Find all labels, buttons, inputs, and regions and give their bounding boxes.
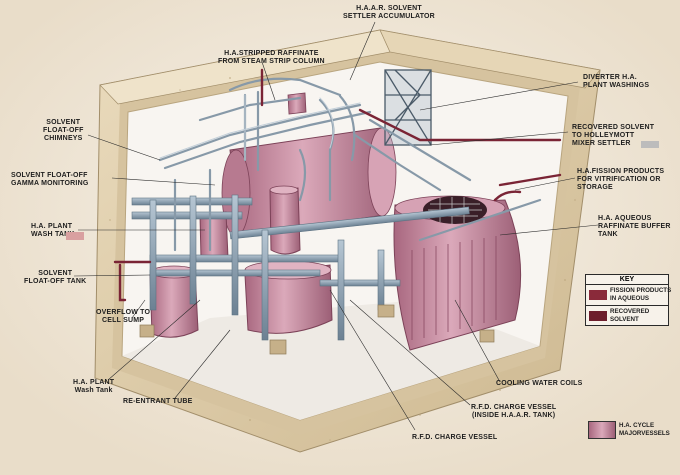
label-plant-wash-tank-upper: H.A. PLANT WASH TANK [31, 223, 75, 238]
label-cooling-coils: COOLING WATER COILS [496, 380, 583, 387]
pipe-gallery [131, 194, 470, 341]
wash-tank-swatch [66, 232, 84, 240]
label-stripped-raffinate: H.A.STRIPPED RAFFINATE FROM STEAM STRIP … [218, 50, 325, 65]
holleymott-swatch [641, 141, 659, 148]
label-fission-vitrification: H.A.FISSION PRODUCTS FOR VITRIFICATION O… [577, 168, 665, 191]
floor-supports [139, 304, 495, 355]
label-overflow: OVERFLOW TO CELL SUMP [96, 309, 151, 324]
label-rfd-charge: R.F.D. CHARGE VESSEL [412, 434, 498, 441]
key-fission-label: FISSION PRODUCTS IN AQUEOUS [610, 287, 672, 302]
overhead-pipework-light [159, 94, 361, 161]
vessel-key: H.A. CYCLE MAJORVESSELS [588, 419, 673, 441]
label-recovered-solvent: RECOVERED SOLVENT TO HOLLEYMOTT MIXER SE… [572, 124, 655, 147]
key-row-fission: FISSION PRODUCTS IN AQUEOUS [586, 285, 672, 305]
label-plant-wash-tank-lower: H.A. PLANT Wash Tank [73, 379, 115, 394]
label-float-off-tank: SOLVENT FLOAT-OFF TANK [24, 270, 87, 285]
vessel-swatch [588, 421, 616, 439]
small-vessel-left [199, 211, 229, 262]
key-solvent-label: RECOVERED SOLVENT [610, 308, 650, 323]
label-diverter: DIVERTER H.A. PLANT WASHINGS [583, 74, 650, 89]
label-haar-settler: H.A.A.R. SOLVENT SETTLER ACCUMULATOR [343, 5, 435, 20]
key-row-solvent: RECOVERED SOLVENT [586, 305, 668, 326]
label-float-off-gamma: SOLVENT FLOAT-OFF GAMMA MONITORING [11, 172, 89, 187]
label-aqueous-raffinate: H.A. AQUEOUS RAFFINATE BUFFER TANK [598, 215, 671, 238]
label-rfd-inside: R.F.D. CHARGE VESSEL (INSIDE H.A.A.R. TA… [471, 404, 557, 419]
key-legend: KEY FISSION PRODUCTS IN AQUEOUS RECOVERE… [585, 274, 672, 326]
key-title: KEY [586, 275, 668, 285]
fission-swatch [589, 290, 607, 300]
settler-top-vessel [287, 92, 307, 115]
key-vessels-label: H.A. CYCLE MAJORVESSELS [619, 422, 670, 437]
rfd-charge-vessel [269, 185, 301, 255]
solvent-swatch [589, 311, 607, 321]
label-reentrant-tube: RE-ENTRANT TUBE [123, 398, 193, 405]
leader-lines [73, 21, 599, 431]
label-float-off-chimneys: SOLVENT FLOAT-OFF CHIMNEYS [43, 119, 84, 142]
solvent-lines [113, 68, 562, 302]
lattice-tower [384, 69, 432, 146]
